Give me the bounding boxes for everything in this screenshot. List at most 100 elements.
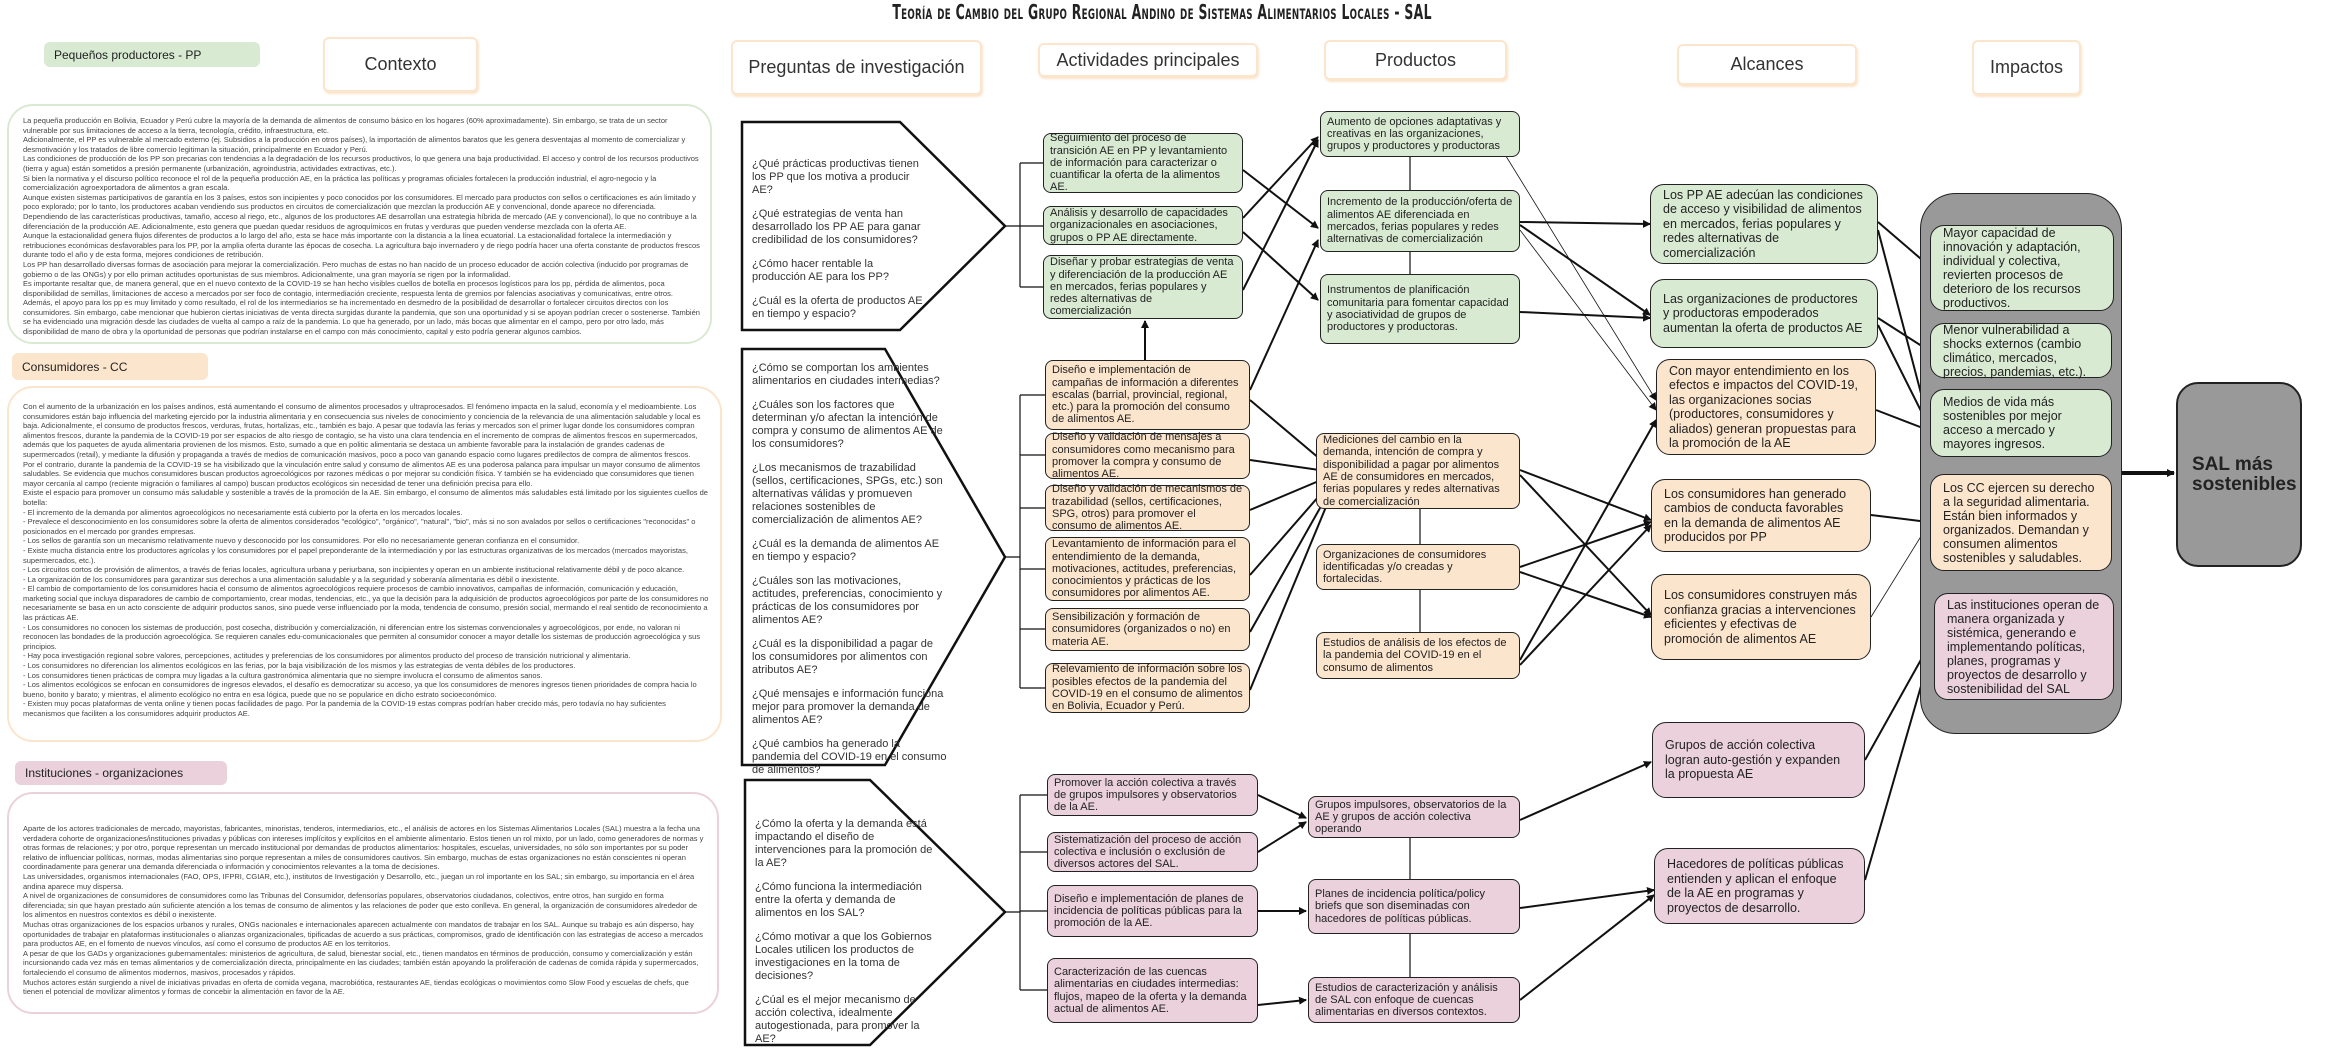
context-text: Aunque existen sistemas participativos d… bbox=[23, 192, 697, 231]
context-text: - Los consumidores no diferencian los al… bbox=[23, 661, 576, 671]
question: ¿Qué mensajes e información funciona mej… bbox=[752, 688, 944, 726]
thin-arrows bbox=[1492, 134, 1929, 618]
questions-inst: ¿Cómo la oferta y la demanda está impact… bbox=[755, 818, 935, 1057]
impact-inst-1: Las instituciones operan de manera organ… bbox=[1934, 593, 2114, 700]
question: ¿Cómo se comportan los ambientes aliment… bbox=[752, 362, 940, 387]
activity-inst-2: Sistematización del proceso de acción co… bbox=[1047, 832, 1258, 872]
final-goal-box: SAL más sostenibles bbox=[2176, 382, 2302, 567]
context-text: - Los circuitos cortos de provisión de a… bbox=[23, 565, 685, 575]
question: ¿Cómo hacer rentable la producción AE pa… bbox=[752, 258, 889, 283]
impact-pp-2: Menor vulnerabilidad a shocks externos (… bbox=[1930, 323, 2112, 379]
context-text: - Existe mucha distancia entre los produ… bbox=[23, 545, 688, 565]
question-shape-inst bbox=[743, 778, 1007, 1047]
diagram-title: Teoría de Cambio del Grupo Regional Andi… bbox=[892, 0, 1433, 24]
header-preguntas: Preguntas de investigación bbox=[731, 40, 982, 95]
outcome-cc-3: Los consumidores construyen más confianz… bbox=[1651, 574, 1871, 660]
context-text: Con el aumento de la urbanización en los… bbox=[23, 402, 701, 459]
context-text: - Hay poca investigación regional sobre … bbox=[23, 651, 631, 661]
question: ¿Qué cambios ha generado la pandemia del… bbox=[752, 738, 947, 776]
question: ¿Cuál es la disponibilidad a pagar de lo… bbox=[752, 638, 934, 676]
context-text: Aparte de los actores tradicionales de m… bbox=[23, 824, 704, 872]
context-text: - El incremento de la demanda por alimen… bbox=[23, 507, 463, 517]
product-inst-2: Planes de incidencia política/policy bri… bbox=[1308, 879, 1520, 934]
context-text: - La organización de los consumidores pa… bbox=[23, 574, 560, 584]
activity-cc-1: Diseño e implementación de campañas de i… bbox=[1045, 360, 1250, 430]
product-pp-3: Instrumentos de planificación comunitari… bbox=[1320, 274, 1520, 344]
product-cc-1: Mediciones del cambio en la demanda, int… bbox=[1316, 433, 1520, 509]
context-text: - Existen muy pocas plataformas de venta… bbox=[23, 699, 666, 718]
activity-pp-3: Diseñar y probar estrategias de venta y … bbox=[1043, 255, 1243, 319]
context-text: - El cambio de comportamiento de los con… bbox=[23, 584, 709, 623]
activity-inst-3: Diseño e implementación de planes de inc… bbox=[1047, 885, 1258, 937]
context-text: - Los sellos de garantía son un mecanism… bbox=[23, 536, 580, 546]
context-text: La pequeña producción en Bolivia, Ecuado… bbox=[23, 116, 668, 135]
activity-cc-6: Relevamiento de información sobre los po… bbox=[1045, 663, 1250, 713]
header-alcances: Alcances bbox=[1677, 44, 1857, 85]
outcome-inst-2: Hacedores de políticas públicas entiende… bbox=[1654, 848, 1865, 924]
context-text: Si bien la normativa y el discurso polít… bbox=[23, 173, 657, 193]
outcome-inst-1: Grupos de acción colectiva logran auto-g… bbox=[1652, 722, 1865, 798]
question: ¿Cuáles son los factores que determinan … bbox=[752, 399, 943, 450]
context-text: Adicionalmente, el PP es vulnerable al m… bbox=[23, 135, 686, 154]
question-shape-pp bbox=[740, 120, 1007, 332]
outcome-pp-2: Las organizaciones de productores y prod… bbox=[1650, 279, 1878, 348]
activity-pp-1: Seguimiento del proceso de transición AE… bbox=[1043, 132, 1243, 193]
header-impactos: Impactos bbox=[1972, 40, 2081, 95]
question: ¿Cómo funciona la intermediación entre l… bbox=[755, 881, 922, 919]
outcome-pp-1: Los PP AE adecúan las condiciones de acc… bbox=[1650, 184, 1878, 264]
impact-cc-1: Los CC ejercen su derecho a la seguridad… bbox=[1930, 474, 2112, 571]
context-text: Muchos actores están surgiendo a nivel d… bbox=[23, 977, 689, 997]
context-text: Las universidades, organismos internacio… bbox=[23, 871, 695, 891]
activity-pp-2: Análisis y desarrollo de capacidades org… bbox=[1043, 206, 1243, 245]
context-text: Los PP han desarrollado diversas formas … bbox=[23, 259, 689, 279]
context-text: - Los consumidores tienen prácticas de c… bbox=[23, 670, 543, 680]
questions-cc: ¿Cómo se comportan los ambientes aliment… bbox=[752, 362, 947, 788]
activity-cc-3: Diseño y validación de mecanismos de tra… bbox=[1045, 483, 1250, 532]
context-text: Muchas otras organizaciones de los espac… bbox=[23, 919, 703, 949]
product-inst-1: Grupos impulsores, observatorios de la A… bbox=[1308, 796, 1520, 838]
product-cc-2: Organizaciones de consumidores identific… bbox=[1316, 544, 1520, 590]
question: ¿Cómo motivar a que los Gobiernos Locale… bbox=[755, 931, 932, 982]
question: ¿Cuál es la demanda de alimentos AE en t… bbox=[752, 538, 940, 563]
context-text: - Los consumidores no conocen los sistem… bbox=[23, 622, 701, 651]
question: ¿Cuál es la oferta de productos AE en ti… bbox=[752, 295, 923, 320]
context-text: Las condiciones de producción de los PP … bbox=[23, 154, 699, 173]
activity-cc-4: Levantamiento de información para el ent… bbox=[1045, 537, 1250, 601]
bracket-lines bbox=[1005, 157, 1421, 991]
question: ¿Los mecanismos de trazabilidad (sellos,… bbox=[752, 462, 943, 526]
product-cc-3: Estudios de análisis de los efectos de l… bbox=[1316, 632, 1520, 679]
product-pp-2: Incremento de la producción/oferta de al… bbox=[1320, 190, 1520, 252]
context-text: - Los alimentos ecológicos se enfocan en… bbox=[23, 680, 697, 699]
activity-cc-5: Sensibilización y formación de consumido… bbox=[1045, 608, 1250, 651]
activity-inst-4: Caracterización de las cuencas alimentar… bbox=[1047, 958, 1258, 1023]
header-productos: Productos bbox=[1324, 40, 1507, 80]
activity-cc-2: Diseño y validación de mensajes a consum… bbox=[1045, 431, 1250, 480]
context-text: Existe el espacio para promover un consu… bbox=[23, 488, 708, 507]
impact-pp-1: Mayor capacidad de innovación y adaptaci… bbox=[1930, 225, 2114, 311]
context-text: Por el contrario, durante la pandemia de… bbox=[23, 459, 701, 488]
outcome-cc-1: Con mayor entendimiento en los efectos e… bbox=[1656, 359, 1876, 455]
questions-pp: ¿Qué prácticas productivas tienen los PP… bbox=[752, 158, 927, 332]
product-pp-1: Aumento de opciones adaptativas y creati… bbox=[1320, 111, 1520, 157]
context-label-cc: Consumidores - CC bbox=[12, 353, 208, 380]
question: ¿Cuáles son las motivaciones, actitudes,… bbox=[752, 575, 943, 626]
question: ¿Qué estrategias de venta han desarrolla… bbox=[752, 208, 921, 246]
question: ¿Cómo la oferta y la demanda está impact… bbox=[755, 818, 933, 869]
context-paragraph-cc: Con el aumento de la urbanización en los… bbox=[7, 386, 722, 742]
question-shape-cc bbox=[740, 347, 1007, 767]
context-text: A nivel de organizaciones de consumidore… bbox=[23, 891, 698, 920]
context-text: A pesar de que los GADs y organizaciones… bbox=[23, 948, 699, 977]
context-text: Es importante resaltar que, de manera ge… bbox=[23, 279, 700, 337]
context-paragraph-inst: Aparte de los actores tradicionales de m… bbox=[7, 792, 719, 1014]
context-label-pp: Pequeños productores - PP bbox=[44, 42, 260, 67]
question: ¿Cúal es el mejor mecanismo de acción co… bbox=[755, 994, 920, 1045]
context-text: Aunque la estacionalidad genera flujos d… bbox=[23, 231, 700, 260]
outcome-cc-2: Los consumidores han generado cambios de… bbox=[1651, 479, 1871, 552]
context-paragraph-pp: La pequeña producción en Bolivia, Ecuado… bbox=[7, 104, 712, 344]
context-label-inst: Instituciones - organizaciones bbox=[15, 761, 227, 785]
header-actividades: Actividades principales bbox=[1038, 43, 1258, 77]
header-contexto: Contexto bbox=[323, 37, 478, 92]
impact-pp-3: Medios de vida más sostenibles por mejor… bbox=[1930, 389, 2112, 457]
product-inst-3: Estudios de caracterización y análisis d… bbox=[1308, 977, 1520, 1023]
